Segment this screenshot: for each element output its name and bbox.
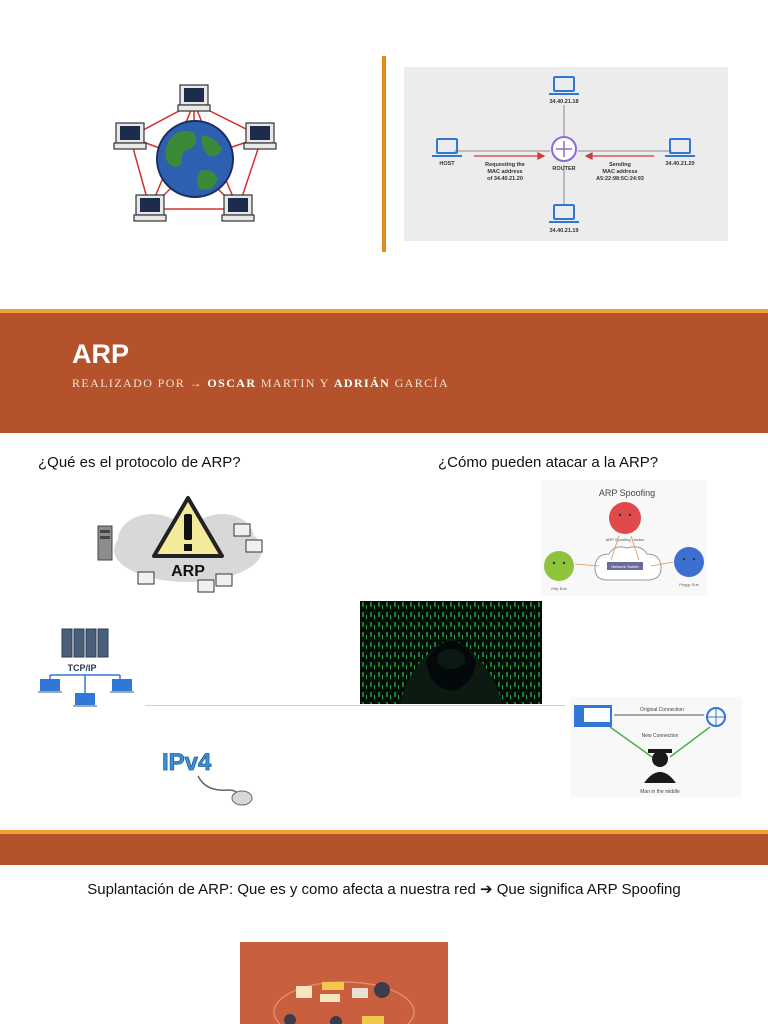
new-connection-label: New Connection bbox=[642, 733, 679, 739]
horizontal-divider bbox=[145, 705, 565, 706]
vertical-divider bbox=[382, 56, 386, 252]
request-text-2: MAC address bbox=[487, 169, 522, 175]
page-title: ARP bbox=[72, 339, 130, 369]
heading-how-attack-arp: ¿Cómo pueden atacar a la ARP? bbox=[438, 454, 659, 471]
authors-line: Realizado por → Oscar Martin y Adrián Ga… bbox=[72, 376, 449, 391]
arp-spoofing-diagram: ARP Spoofing Network Switch ARP Spoofing… bbox=[541, 480, 707, 596]
author2-first-name: Adrián bbox=[333, 376, 391, 390]
bottom-banner-accent-stripe bbox=[0, 830, 768, 834]
authors-prefix: Realizado por → bbox=[72, 376, 208, 390]
reply-text-3: A5:22:98:5C:24:93 bbox=[596, 176, 644, 182]
reply-text-1: Sending bbox=[609, 162, 631, 168]
man-in-the-middle-diagram: Original Connection New Connection Man i… bbox=[570, 697, 742, 797]
arp-warning-cloud-image: ARP bbox=[92, 494, 268, 600]
arp-network-diagram: 34.40.21.18 HOST ROUTER 34.40.21.20 34.4… bbox=[404, 67, 728, 241]
title-banner bbox=[0, 313, 768, 433]
heading-what-is-arp: ¿Qué es el protocolo de ARP? bbox=[38, 454, 241, 471]
router-label: ROUTER bbox=[552, 166, 575, 172]
tcpip-network-image: TCP/IP bbox=[36, 627, 134, 709]
switch-label: Network Switch bbox=[611, 564, 639, 569]
arp-spoofing-caption: Suplantación de ARP: Que es y como afect… bbox=[0, 880, 768, 898]
bottom-ip-label: 34.40.21.19 bbox=[549, 228, 578, 234]
peggy-sue-label: Peggy Sue bbox=[679, 582, 699, 587]
caption-left: Suplantación de ARP: Que es y como afect… bbox=[87, 881, 476, 898]
arp-spoofing-illustration bbox=[240, 942, 448, 1024]
spoofing-title: ARP Spoofing bbox=[599, 488, 655, 498]
caption-right: Que significa ARP Spoofing bbox=[496, 881, 681, 898]
right-ip-label: 34.40.21.20 bbox=[665, 161, 694, 167]
network-globe-image bbox=[90, 75, 290, 235]
author1-first-name: Oscar bbox=[207, 376, 257, 390]
mitm-caption: Man in the middle bbox=[640, 789, 680, 795]
tcpip-label: TCP/IP bbox=[67, 663, 96, 673]
author2-last-name: García bbox=[390, 376, 450, 390]
arp-cloud-label: ARP bbox=[171, 563, 205, 580]
request-text-3: of 34.40.21.20 bbox=[487, 176, 523, 182]
author1-last-name: Martin y bbox=[256, 376, 334, 390]
ipv4-mouse-image: IPv4 bbox=[138, 742, 258, 808]
bottom-banner bbox=[0, 834, 768, 865]
host-label: HOST bbox=[439, 161, 455, 167]
billy-bob-label: Billy Bob bbox=[551, 586, 567, 591]
hooded-hacker-image bbox=[360, 601, 542, 704]
arrow-icon: ➔ bbox=[479, 881, 493, 898]
original-connection-label: Original Connection bbox=[640, 707, 684, 713]
request-text-1: Requesting the bbox=[485, 162, 525, 168]
banner-accent-stripe bbox=[0, 309, 768, 313]
hacker-label: ARP Spoofing Hacker bbox=[606, 537, 646, 542]
reply-text-2: MAC address bbox=[602, 169, 637, 175]
top-ip-label: 34.40.21.18 bbox=[549, 99, 578, 105]
ipv4-label: IPv4 bbox=[162, 749, 212, 776]
